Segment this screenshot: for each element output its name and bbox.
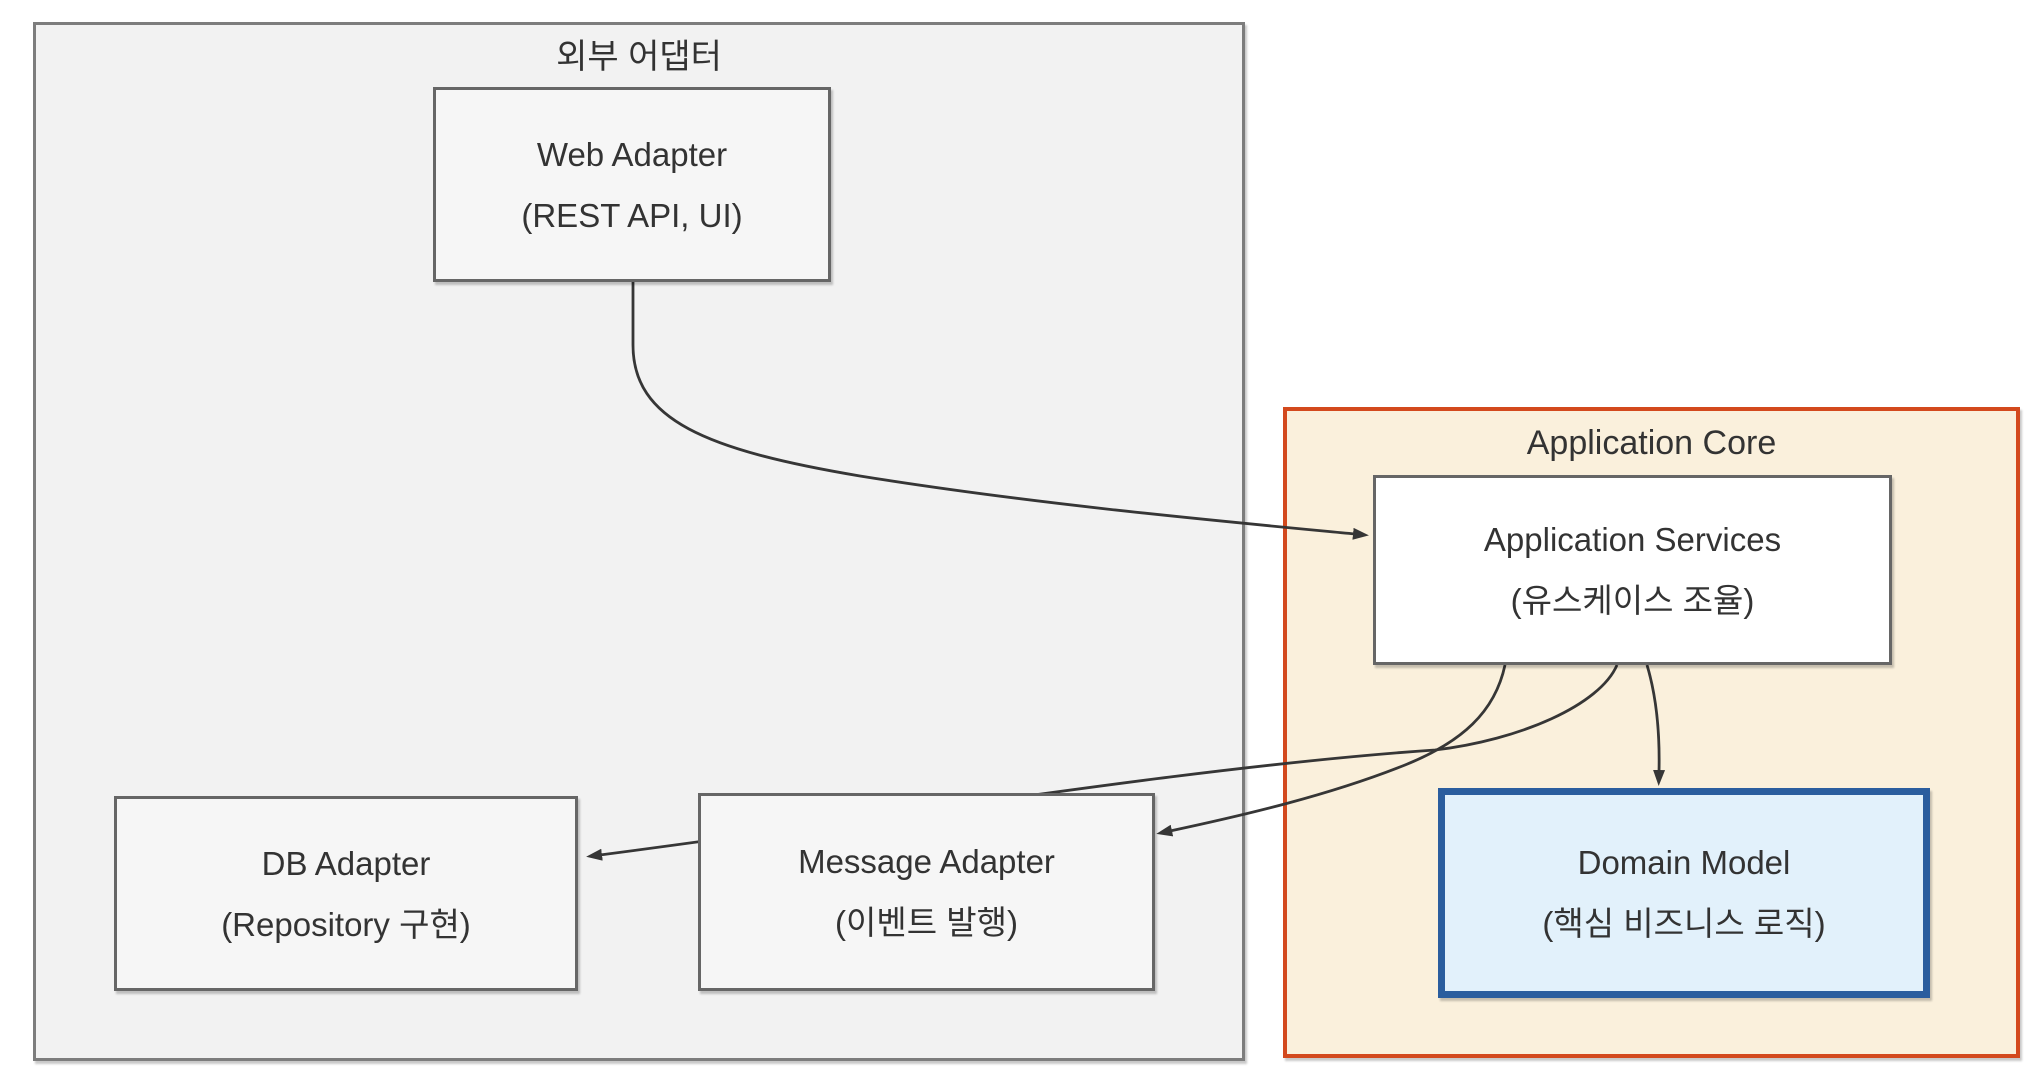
node-db-adapter-title: DB Adapter bbox=[261, 844, 431, 882]
node-web-adapter: Web Adapter (REST API, UI) bbox=[433, 87, 831, 282]
node-message-adapter-title: Message Adapter bbox=[798, 843, 1055, 880]
node-domain-model: Domain Model (핵심 비즈니스 로직) bbox=[1438, 788, 1930, 998]
node-db-adapter: DB Adapter (Repository 구현) bbox=[114, 796, 578, 991]
node-application-services: Application Services (유스케이스 조율) bbox=[1373, 475, 1892, 665]
node-message-adapter-subtitle: (이벤트 발행) bbox=[835, 904, 1018, 941]
node-domain-model-title: Domain Model bbox=[1577, 844, 1791, 881]
cluster-external-adapters-label: 외부 어댑터 bbox=[556, 38, 722, 76]
node-domain-model-subtitle: (핵심 비즈니스 로직) bbox=[1542, 905, 1826, 942]
node-message-adapter: Message Adapter (이벤트 발행) bbox=[698, 793, 1155, 991]
node-web-adapter-subtitle: (REST API, UI) bbox=[521, 196, 743, 234]
node-db-adapter-subtitle: (Repository 구현) bbox=[221, 905, 471, 943]
node-application-services-subtitle: (유스케이스 조율) bbox=[1510, 582, 1755, 619]
node-application-services-title: Application Services bbox=[1483, 521, 1782, 558]
node-web-adapter-title: Web Adapter bbox=[536, 135, 728, 173]
cluster-application-core-label: Application Core bbox=[1526, 424, 1777, 462]
